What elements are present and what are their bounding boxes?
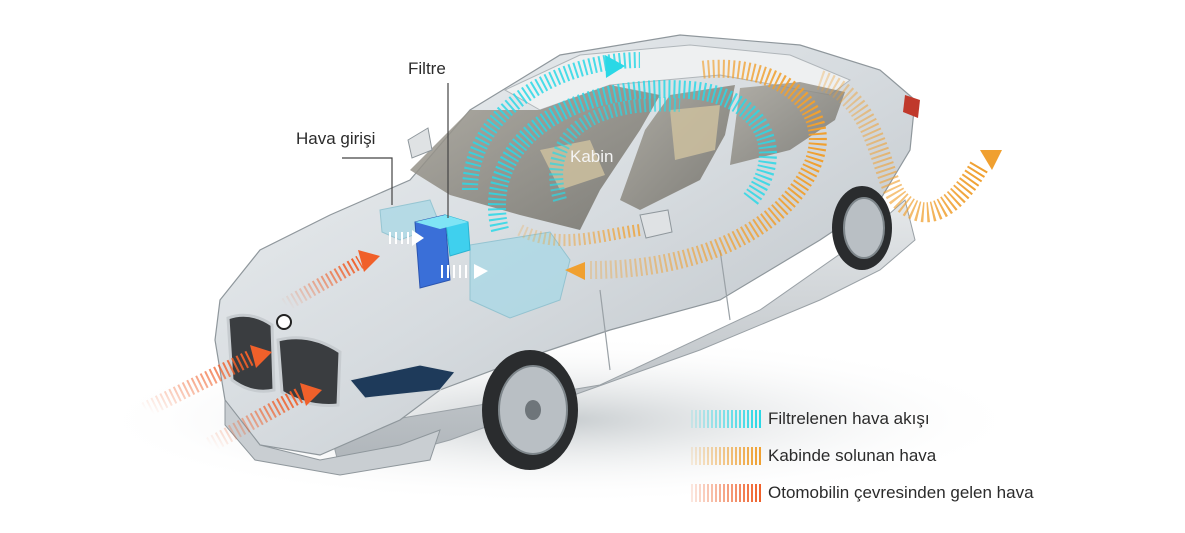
legend: Filtrelenen hava akışı Kabinde solunan h… [690, 400, 1034, 511]
legend-item-cabin: Kabinde solunan hava [690, 437, 1034, 474]
air-inlet-label: Hava girişi [296, 129, 376, 148]
cabin-airflow [517, 59, 989, 279]
cabin-arrowhead-return [565, 262, 585, 280]
front-wheel [482, 350, 578, 470]
front-bumper [224, 398, 441, 476]
car-side-panel [329, 199, 916, 471]
tail-light [903, 95, 920, 118]
filter-label: Filtre [408, 59, 446, 78]
interior-seats [540, 105, 720, 190]
callout-lines [342, 83, 449, 218]
windshield [410, 85, 660, 230]
side-mirror-right [639, 209, 673, 239]
legend-label-cabin: Kabinde solunan hava [768, 445, 937, 465]
legend-item-ambient: Otomobilin çevresinden gelen hava [690, 474, 1034, 511]
brand-logo [276, 314, 292, 330]
legend-swatch-ambient [691, 483, 761, 502]
rear-wheel [832, 186, 892, 270]
legend-swatch-filtered [691, 409, 761, 428]
side-mirror [407, 127, 433, 159]
legend-swatch-cabin [691, 446, 761, 465]
headlight [349, 364, 456, 399]
filtered-arrowhead [605, 55, 625, 78]
cabin-label: Kabin [570, 147, 614, 166]
legend-item-filtered: Filtrelenen hava akışı [690, 400, 1034, 437]
kidney-grille [226, 313, 342, 407]
legend-label-filtered: Filtrelenen hava akışı [768, 408, 930, 428]
legend-label-ambient: Otomobilin çevresinden gelen hava [768, 482, 1034, 502]
ambient-arrowhead-2 [300, 383, 322, 406]
ambient-arrowhead-1 [250, 345, 272, 368]
ambient-arrowhead-3 [358, 250, 380, 272]
ambient-airflow [141, 255, 364, 452]
cabin-arrowhead-exit [980, 150, 1002, 170]
door-line [599, 249, 731, 371]
inlet-arrows [389, 230, 488, 279]
